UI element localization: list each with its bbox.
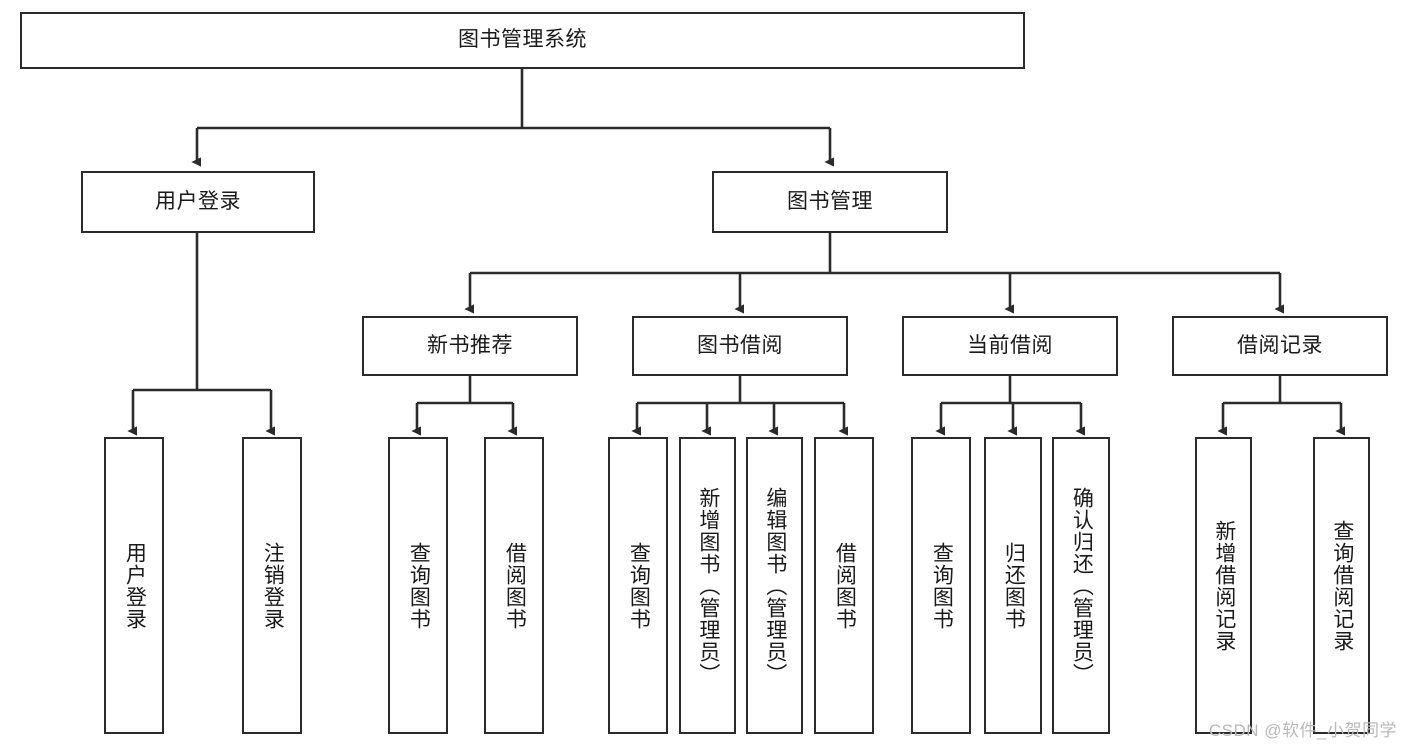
node-user-login-label: 用户登录	[155, 189, 241, 213]
leaf-borrow-query-book[interactable]: 查询图书	[608, 437, 668, 734]
leaf-new-book-query[interactable]: 查询图书	[388, 437, 448, 734]
leaf-borrow-add-book[interactable]: 新增图书（管理员）	[679, 437, 736, 734]
leaf-current-return-book[interactable]: 归还图书	[984, 437, 1042, 734]
node-book-management-label: 图书管理	[787, 189, 873, 213]
leaf-current-confirm-return[interactable]: 确认归还（管理员）	[1052, 437, 1110, 734]
leaf-record-add-record[interactable]: 新增借阅记录	[1195, 437, 1252, 734]
leaf-label: 编辑图书（管理员）	[763, 486, 787, 685]
node-root-label: 图书管理系统	[458, 28, 587, 52]
leaf-label: 借阅图书	[503, 541, 527, 630]
node-book-borrow-label: 图书借阅	[697, 333, 783, 357]
leaf-user-login-login[interactable]: 用户登录	[104, 437, 164, 734]
leaf-label: 借阅图书	[833, 541, 857, 630]
leaf-new-book-borrow[interactable]: 借阅图书	[484, 437, 544, 734]
leaf-borrow-edit-book[interactable]: 编辑图书（管理员）	[746, 437, 803, 734]
node-borrow-record-label: 借阅记录	[1237, 333, 1323, 357]
leaf-label: 用户登录	[123, 541, 147, 630]
node-user-login[interactable]: 用户登录	[81, 171, 315, 233]
node-book-management[interactable]: 图书管理	[712, 171, 948, 233]
node-root[interactable]: 图书管理系统	[20, 12, 1025, 69]
node-new-book-recommend-label: 新书推荐	[427, 333, 513, 357]
leaf-borrow-borrow-book[interactable]: 借阅图书	[814, 437, 874, 734]
leaf-label: 新增图书（管理员）	[696, 486, 720, 685]
leaf-label: 确认归还（管理员）	[1070, 486, 1094, 685]
leaf-label: 新增借阅记录	[1212, 519, 1236, 652]
watermark-text: CSDN @软件_小贺同学	[1208, 721, 1397, 740]
node-new-book-recommend[interactable]: 新书推荐	[362, 316, 578, 376]
leaf-label: 查询借阅记录	[1330, 519, 1354, 652]
node-current-borrow[interactable]: 当前借阅	[902, 316, 1118, 376]
leaf-label: 查询图书	[407, 541, 431, 630]
node-book-borrow[interactable]: 图书借阅	[632, 316, 848, 376]
node-borrow-record[interactable]: 借阅记录	[1172, 316, 1388, 376]
leaf-label: 查询图书	[930, 541, 954, 630]
node-current-borrow-label: 当前借阅	[967, 333, 1053, 357]
leaf-user-login-logout[interactable]: 注销登录	[242, 437, 302, 734]
leaf-current-query-book[interactable]: 查询图书	[911, 437, 971, 734]
leaf-label: 查询图书	[627, 541, 651, 630]
leaf-label: 归还图书	[1002, 541, 1026, 630]
leaf-label: 注销登录	[261, 541, 285, 630]
leaf-record-query-record[interactable]: 查询借阅记录	[1313, 437, 1370, 734]
